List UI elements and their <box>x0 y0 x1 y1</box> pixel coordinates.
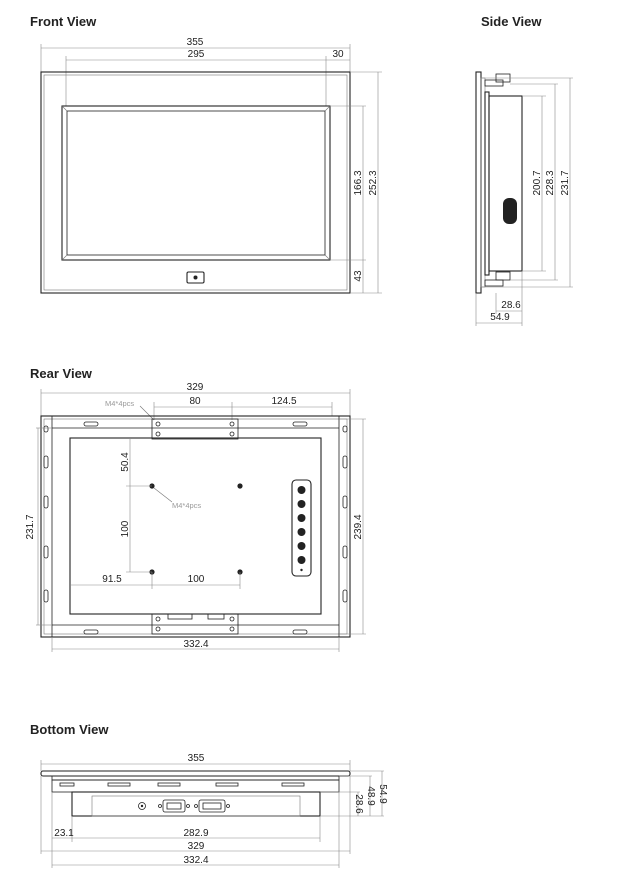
side-housing <box>488 95 523 272</box>
bottom-view-title: Bottom View <box>30 722 109 737</box>
rear-view: Rear View 329 80 124.5 M4*4pcs <box>25 366 366 652</box>
rear-note-top-holes: M4*4pcs <box>105 399 134 408</box>
rear-dim-vesa-v: 100 <box>120 520 131 537</box>
front-dim-bezel-offset: 30 <box>332 49 344 60</box>
front-screen <box>66 110 326 256</box>
front-screen-opening <box>61 105 331 261</box>
side-bezel <box>475 71 482 294</box>
rear-dim-bottom-width: 332.4 <box>183 639 208 650</box>
side-dim-h3: 231.7 <box>560 170 571 195</box>
rear-dim-vesa-h: 80 <box>189 396 201 407</box>
front-dim-opening-width: 295 <box>188 49 205 60</box>
front-dim-overall-width: 355 <box>187 37 204 48</box>
rear-outer-frame <box>40 415 351 638</box>
side-dim-depth-total: 54.9 <box>490 312 510 323</box>
front-outer-frame <box>40 71 351 294</box>
side-view-title: Side View <box>481 14 542 29</box>
front-dim-bottom-bezel: 43 <box>353 270 364 282</box>
bottom-dim-286: 28.6 <box>353 794 364 814</box>
front-view: Front View 355 295 30 166.3 25 <box>30 14 382 294</box>
bottom-dim-top-width: 355 <box>188 753 205 764</box>
rear-dim-left-height: 231.7 <box>25 514 36 539</box>
front-view-title: Front View <box>30 14 97 29</box>
bottom-connector-1 <box>162 799 186 813</box>
front-power-button <box>186 271 205 284</box>
rear-dim-vesa-h2: 100 <box>188 574 205 585</box>
bottom-dim-width-329: 329 <box>188 841 205 852</box>
bottom-dim-549: 54.9 <box>377 784 388 804</box>
side-dim-depth-back: 28.6 <box>501 300 521 311</box>
side-dim-h2: 228.3 <box>545 170 556 195</box>
rear-io-panel <box>291 479 312 577</box>
rear-dim-offset-right: 124.5 <box>271 396 296 407</box>
bottom-dim-left-offset: 23.1 <box>54 828 74 839</box>
bottom-dim-489: 48.9 <box>365 786 376 806</box>
rear-note-vesa-holes: M4*4pcs <box>172 501 201 510</box>
side-view: Side View 200.7 228.3 231.7 28.6 <box>475 14 573 326</box>
bottom-housing <box>71 791 321 817</box>
bottom-view: Bottom View 355 <box>30 722 388 868</box>
rear-view-title: Rear View <box>30 366 93 381</box>
bottom-bezel <box>40 770 351 777</box>
front-dim-opening-height: 166.3 <box>353 170 364 195</box>
rear-dim-top-offset: 50.4 <box>120 452 131 472</box>
side-dim-h1: 200.7 <box>532 170 543 195</box>
bottom-connector-2 <box>198 799 226 813</box>
bottom-dim-io-width: 282.9 <box>183 828 208 839</box>
rear-dim-right-height: 239.4 <box>353 514 364 539</box>
rear-housing <box>69 437 322 615</box>
front-dim-overall-height: 252.3 <box>368 170 379 195</box>
side-speaker-grille <box>503 198 517 224</box>
bottom-dim-width-3324: 332.4 <box>183 855 208 866</box>
rear-dim-left-offset: 91.5 <box>102 574 122 585</box>
rear-dim-width: 329 <box>187 382 204 393</box>
